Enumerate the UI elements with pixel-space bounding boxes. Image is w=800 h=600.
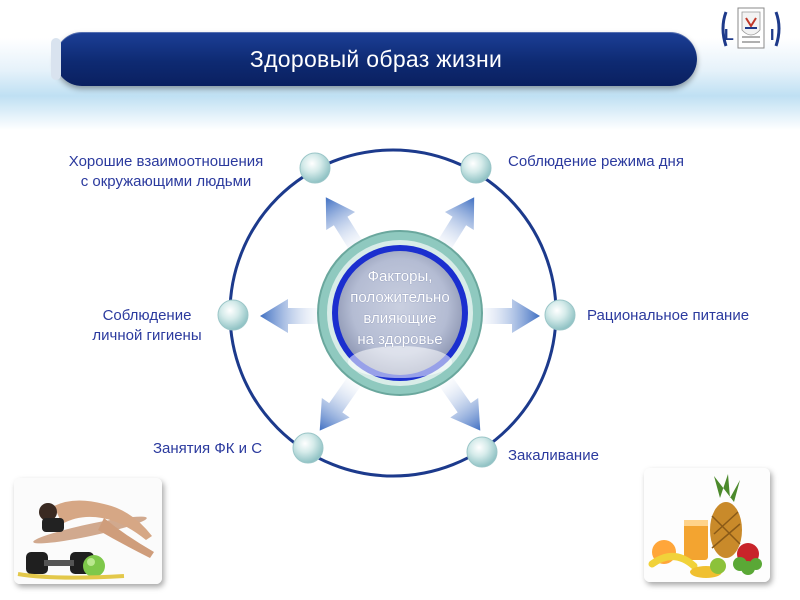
university-logo: L I (721, 7, 781, 49)
node-hygiene (217, 299, 249, 331)
logo-letter-left: L (724, 27, 734, 44)
node-sport (292, 432, 324, 464)
fitness-photo (14, 478, 162, 584)
central-hub (317, 230, 483, 396)
arrow-upper-left (325, 197, 368, 257)
label-relationships-line-1: Хорошие взаимоотношения (68, 153, 264, 170)
hub-line-3: влияющие (363, 310, 437, 327)
label-hardening: Закаливание (508, 447, 599, 464)
arrow-lower-right (436, 372, 481, 431)
hub-line-1: Факторы, (367, 268, 433, 285)
hub-label: Факторы, положительно влияющие на здоров… (330, 266, 470, 350)
label-relationships-line-2: с окружающими людьми (80, 173, 252, 190)
label-hygiene: Соблюдение личной гигиены (72, 306, 222, 346)
arrow-lower-left (319, 372, 364, 431)
label-relationships: Хорошие взаимоотношения с окружающими лю… (48, 152, 284, 192)
node-daily-routine (460, 152, 492, 184)
node-relationships (299, 152, 331, 184)
hub-line-2: положительно (350, 289, 450, 306)
fruits-image (644, 468, 770, 582)
arrow-left (260, 299, 325, 333)
label-sport: Занятия ФК и С (153, 440, 263, 457)
node-hardening (466, 436, 498, 468)
fruits-photo (644, 468, 770, 582)
arrow-right (475, 299, 540, 333)
arrow-upper-right (432, 197, 475, 257)
label-nutrition: Рациональное питание (587, 307, 750, 324)
page-title: Здоровый образ жизни (249, 45, 503, 72)
fitness-image (14, 478, 162, 584)
logo-letter-right: I (770, 27, 774, 44)
hub-line-4: на здоровье (357, 331, 443, 348)
title-bar: Здоровый образ жизни (51, 32, 697, 86)
arrows (260, 197, 540, 431)
label-hygiene-line-2: личной гигиены (92, 327, 202, 344)
label-hygiene-line-1: Соблюдение (102, 307, 192, 324)
node-nutrition (544, 299, 576, 331)
label-daily-routine: Соблюдение режима дня (508, 153, 684, 170)
